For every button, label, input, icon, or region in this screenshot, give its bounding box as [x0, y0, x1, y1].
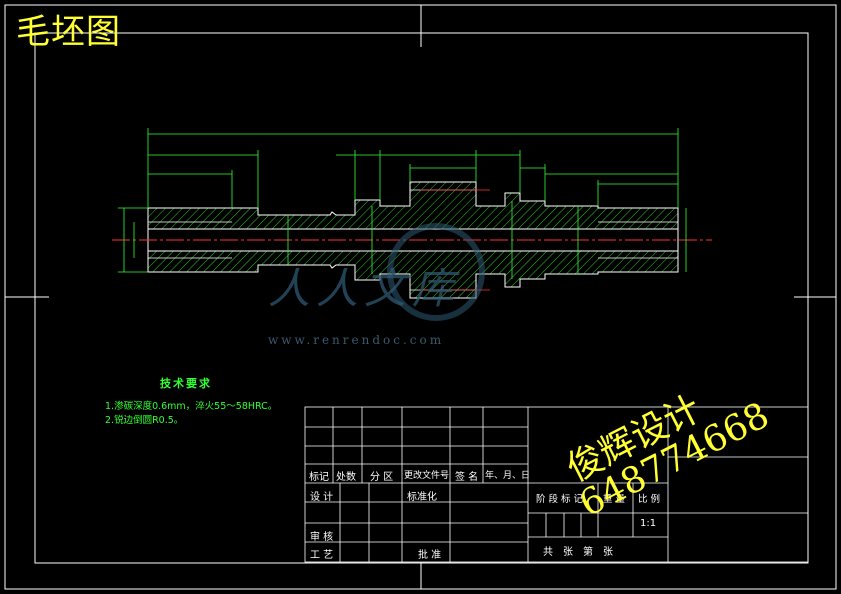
tb-weight: 重 量 — [603, 494, 626, 505]
tb-standardize: 标准化 — [407, 492, 437, 503]
tb-design: 设 计 — [310, 492, 334, 503]
tb-stage-mark: 阶 段 标 记 — [536, 494, 584, 505]
tb-zone: 分 区 — [370, 472, 394, 483]
title-block — [304, 406, 809, 563]
tech-requirement-2: 2.锐边倒圆R0.5。 — [105, 415, 184, 426]
tech-requirements-title: 技术要求 — [160, 377, 212, 390]
tb-approve: 批 准 — [418, 550, 442, 561]
dimension-lines — [118, 128, 687, 279]
tech-requirement-1: 1.渗碳深度0.6mm，淬火55～58HRC。 — [105, 401, 278, 412]
tb-sheets: 共 张 第 张 — [543, 547, 613, 558]
watermark-logo — [387, 223, 485, 321]
watermark-logo-text: 人人文库 — [268, 264, 461, 313]
drawing-title: 毛坯图 — [16, 12, 121, 52]
tb-date: 年、月、日 — [485, 471, 531, 481]
tb-scale-label: 比 例 — [638, 494, 661, 505]
tb-signature: 签 名 — [455, 472, 479, 483]
tb-process: 工 艺 — [310, 550, 334, 561]
watermark-url: www.renrendoc.com — [268, 333, 445, 347]
tb-scale-value: 1:1 — [640, 518, 657, 529]
tb-mark: 标记 — [309, 472, 329, 483]
tb-count: 处数 — [336, 472, 356, 483]
tb-change-doc: 更改文件号 — [404, 471, 450, 481]
tb-review: 审 核 — [310, 532, 334, 543]
